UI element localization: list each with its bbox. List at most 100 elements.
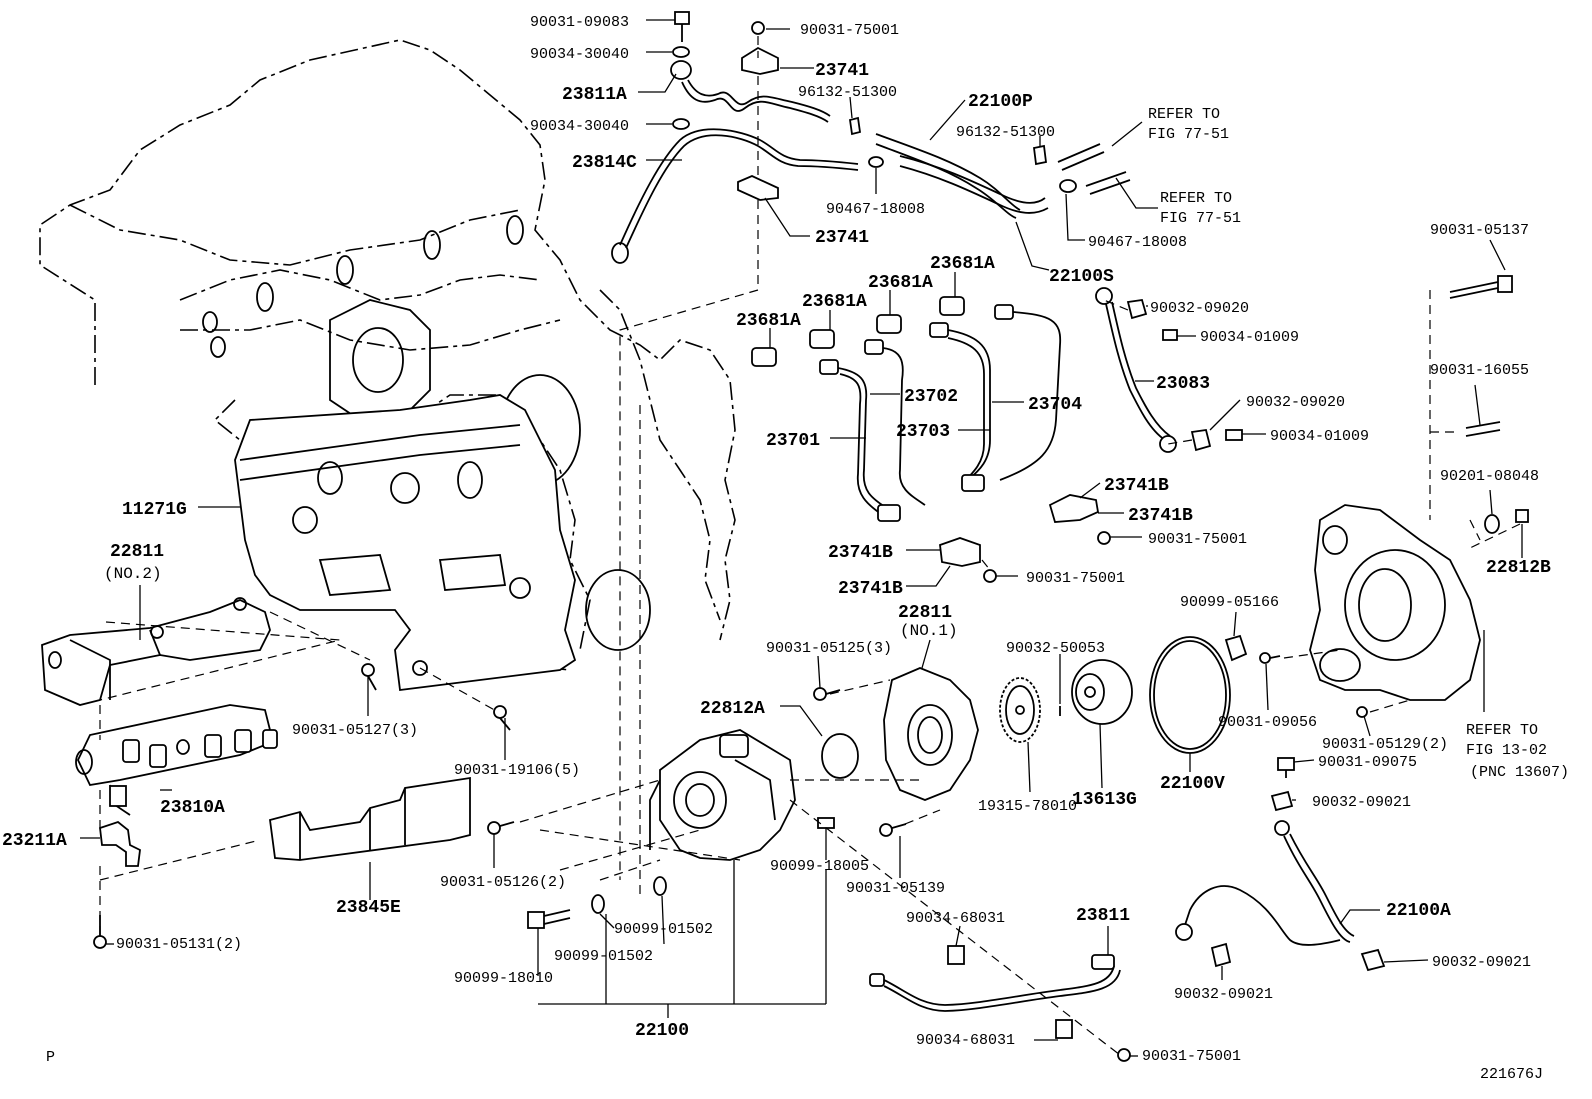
- clamp-23741B-left: [939, 537, 981, 567]
- bolt-90034-01009-a: [1162, 329, 1178, 341]
- label-23703: 23703: [896, 422, 950, 442]
- label-23845E: 23845E: [336, 898, 401, 918]
- clamp-90034-68031-a: [947, 945, 965, 965]
- label-23741B-1: 23741B: [1104, 476, 1169, 496]
- label-23083: 23083: [1156, 374, 1210, 394]
- bolt-90099-18010: [527, 909, 571, 929]
- label-22100A: 22100A: [1386, 901, 1451, 921]
- nut-90099-05166: [1224, 634, 1248, 662]
- label-23811A: 23811A: [562, 85, 627, 105]
- clip-96132-51300-b: [1033, 144, 1047, 166]
- label-90034-30040-b: 90034-30040: [530, 118, 629, 135]
- clamp-90034-68031-b: [1055, 1019, 1073, 1039]
- label-22100: 22100: [635, 1021, 689, 1041]
- label-23810A: 23810A: [160, 798, 225, 818]
- hose-ref-77-51-a: [1057, 143, 1105, 171]
- clamp-23741B-right: [1048, 494, 1100, 523]
- label-90034-30040-a: 90034-30040: [530, 46, 629, 63]
- leader-lines: [80, 19, 1523, 1057]
- label-23704: 23704: [1028, 395, 1082, 415]
- nut-90031-75001-top: [751, 21, 765, 35]
- label-23741B-3: 23741B: [828, 543, 893, 563]
- label-90099-01502-b: 90099-01502: [554, 948, 653, 965]
- label-22811-no2: 22811: [110, 542, 164, 562]
- label-90031-05131: 90031-05131(2): [116, 936, 242, 953]
- washer-90034-30040-b: [672, 118, 690, 130]
- hose-22100P: [875, 133, 1021, 219]
- label-drawing-number: 221676J: [1480, 1066, 1543, 1083]
- label-90034-68031-a: 90034-68031: [906, 910, 1005, 927]
- label-90031-05125: 90031-05125(3): [766, 640, 892, 657]
- timing-cover-11271G: [234, 394, 577, 692]
- clip-96132-51300-a: [848, 116, 862, 136]
- label-fig-77-51-a: FIG 77-51: [1148, 126, 1229, 143]
- label-23211A: 23211A: [2, 831, 67, 851]
- label-90031-75001-b: 90031-75001: [1148, 531, 1247, 548]
- stud-90031-16055: [1465, 421, 1501, 437]
- label-23681A-1: 23681A: [736, 311, 801, 331]
- bracket-22811-no2: [41, 597, 271, 706]
- label-23741B-4: 23741B: [838, 579, 903, 599]
- label-90034-01009-b: 90034-01009: [1270, 428, 1369, 445]
- label-90032-09021-a: 90032-09021: [1312, 794, 1411, 811]
- label-13613G: 13613G: [1072, 790, 1137, 810]
- hose-22100S: [899, 155, 1049, 214]
- nut-90031-75001-c: [983, 569, 997, 583]
- label-90467-18008-a: 90467-18008: [826, 201, 925, 218]
- label-no2: (NO.2): [104, 565, 162, 583]
- label-90031-16055: 90031-16055: [1430, 362, 1529, 379]
- label-96132-51300-b: 96132-51300: [956, 124, 1055, 141]
- label-90031-75001-c: 90031-75001: [1026, 570, 1125, 587]
- label-90467-18008-b: 90467-18008: [1088, 234, 1187, 251]
- bolt-90031-05127: [361, 663, 377, 691]
- label-19315-78010: 19315-78010: [978, 798, 1077, 815]
- clip-90467-18008-b: [1059, 179, 1077, 193]
- label-90031-75001-top: 90031-75001: [800, 22, 899, 39]
- label-23741-mid: 23741: [815, 228, 869, 248]
- bolt-90031-05125: [813, 687, 841, 701]
- label-90031-05137: 90031-05137: [1430, 222, 1529, 239]
- label-90099-18010: 90099-18010: [454, 970, 553, 987]
- label-96132-51300-a: 96132-51300: [798, 84, 897, 101]
- label-90032-09020-a: 90032-09020: [1150, 300, 1249, 317]
- clamp-23741-top: [741, 46, 779, 75]
- label-refer-to-a: REFER TO: [1148, 106, 1220, 123]
- label-90099-01502-a: 90099-01502: [614, 921, 713, 938]
- insulator-23845E: [269, 776, 471, 861]
- label-90032-09021-b: 90032-09021: [1174, 986, 1273, 1003]
- hose-ref-77-51-b: [1085, 171, 1131, 195]
- label-23701: 23701: [766, 431, 820, 451]
- common-rail-23810A: [75, 704, 278, 816]
- bolt-90031-09075: [1277, 757, 1295, 778]
- washer-90099-01502-b: [653, 876, 667, 896]
- bolt-90031-09083: [674, 11, 690, 42]
- label-23681A-2: 23681A: [802, 292, 867, 312]
- washer-90201-08048: [1484, 514, 1500, 534]
- label-23741-top: 23741: [815, 61, 869, 81]
- label-90099-05166: 90099-05166: [1180, 594, 1279, 611]
- gasket-90032-09021-c: [1360, 948, 1386, 972]
- label-90032-09021-c: 90032-09021: [1432, 954, 1531, 971]
- bolt-90034-01009-b: [1225, 429, 1243, 441]
- clamp-23741-mid: [737, 175, 779, 201]
- label-90031-09083: 90031-09083: [530, 14, 629, 31]
- washer-90099-01502-a: [591, 894, 605, 914]
- oring-22100V: [1149, 636, 1231, 754]
- label-refer-to-c: REFER TO: [1466, 722, 1538, 739]
- gear-19315-78010: [999, 677, 1041, 743]
- label-90034-68031-b: 90034-68031: [916, 1032, 1015, 1049]
- label-90031-19106: 90031-19106(5): [454, 762, 580, 779]
- label-22100V: 22100V: [1160, 774, 1225, 794]
- pipe-23814C: [611, 128, 859, 264]
- gasket-90032-09020-a: [1126, 298, 1148, 320]
- bolt-90031-05137: [1449, 275, 1513, 299]
- bolt-90031-05126: [487, 821, 515, 835]
- label-90031-05139: 90031-05139: [846, 880, 945, 897]
- label-90031-05129: 90031-05129(2): [1322, 736, 1448, 753]
- nut-90031-75001-d: [1117, 1048, 1131, 1062]
- label-corner-p: P: [46, 1049, 55, 1066]
- label-90031-09075: 90031-09075: [1318, 754, 1417, 771]
- washer-90034-30040-a: [672, 46, 690, 58]
- label-90201-08048: 90201-08048: [1440, 468, 1539, 485]
- label-22100S: 22100S: [1049, 267, 1114, 287]
